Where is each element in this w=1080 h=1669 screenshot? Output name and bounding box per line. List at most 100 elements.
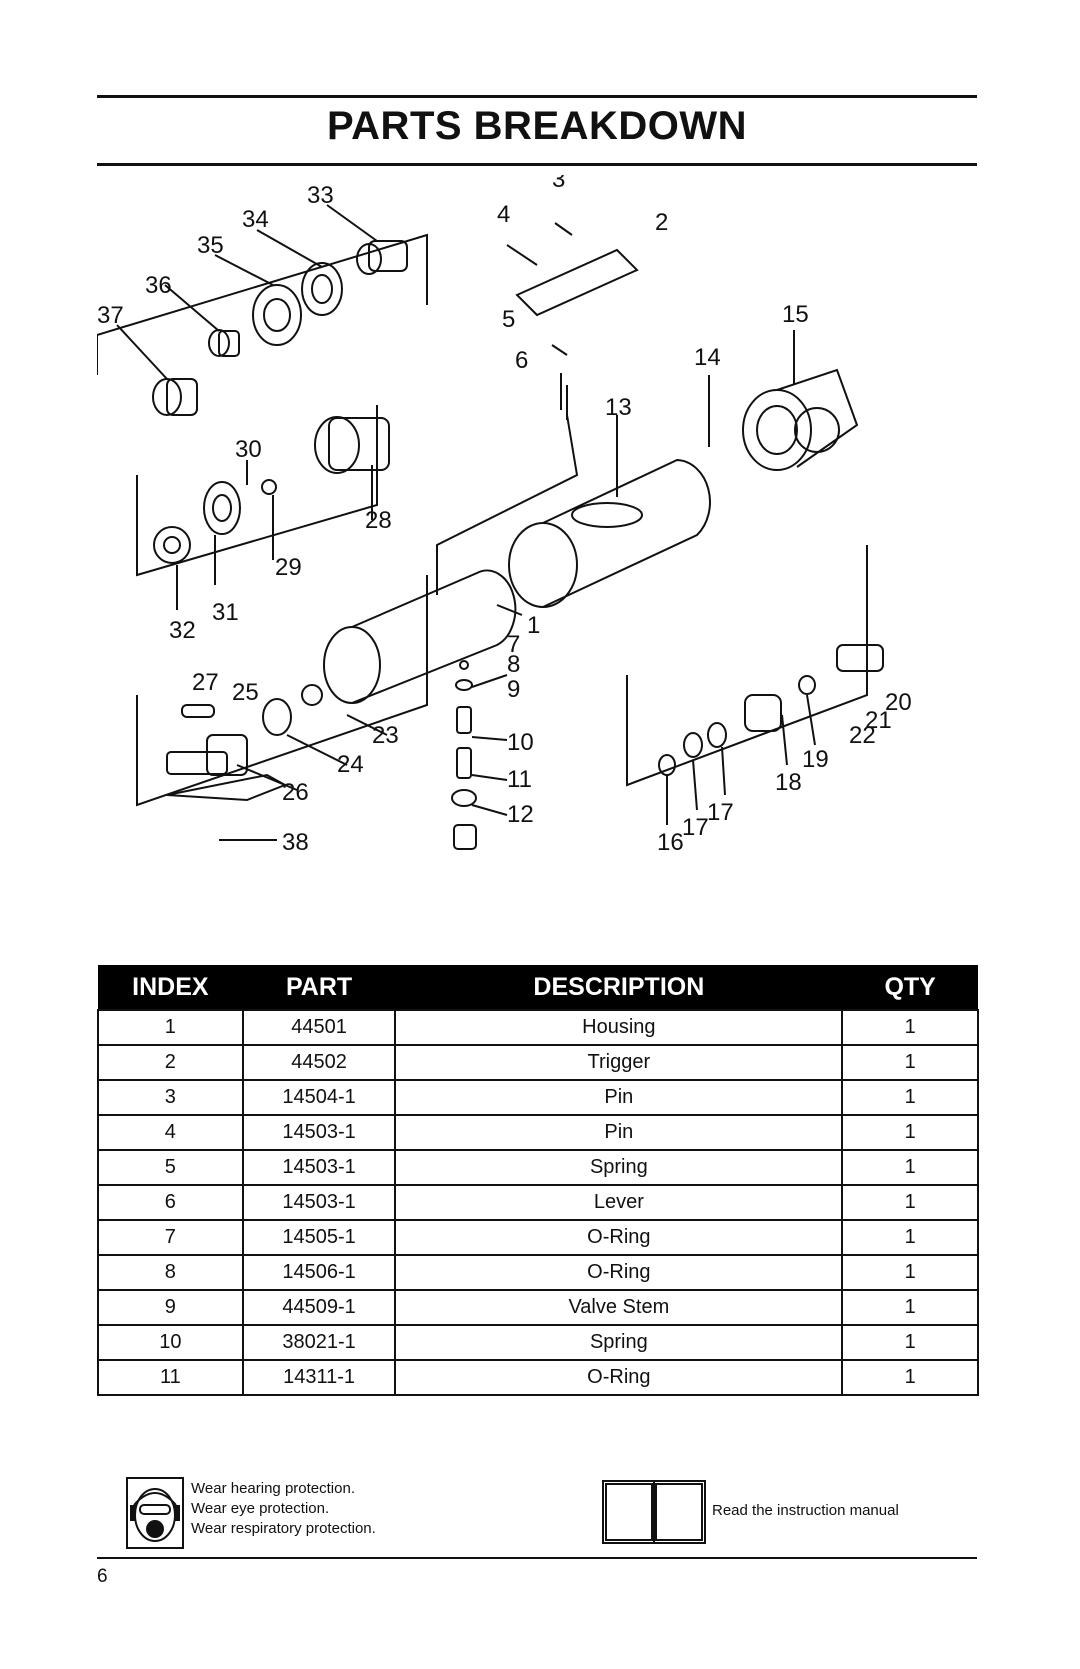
cell-index: 3 <box>97 1079 244 1116</box>
table-row: 5 14503-1 Spring 1 <box>97 1149 979 1186</box>
cell-part: 44501 <box>241 1009 397 1046</box>
callout-11: 11 <box>507 766 532 793</box>
group-box-front <box>96 233 428 375</box>
parts-table: INDEX PART DESCRIPTION QTY 1 44501 Housi… <box>97 965 979 1396</box>
callout-15: 15 <box>782 301 809 328</box>
group-box-rear <box>626 545 868 787</box>
cell-qty: 1 <box>841 1009 979 1046</box>
cell-description: Valve Stem <box>394 1289 844 1326</box>
callout-27: 27 <box>192 669 219 696</box>
cell-description: O-Ring <box>394 1219 844 1256</box>
cell-index: 7 <box>97 1219 244 1256</box>
table-row: 6 14503-1 Lever 1 <box>97 1184 979 1221</box>
safety-line-respiratory: Wear respiratory protection. <box>191 1520 376 1537</box>
header-description: DESCRIPTION <box>395 965 843 1010</box>
callout-7: 7 <box>507 631 520 658</box>
cell-part: 38021-1 <box>241 1324 397 1361</box>
cell-qty: 1 <box>841 1254 979 1291</box>
cell-part: 44509-1 <box>241 1289 397 1326</box>
cell-qty: 1 <box>841 1359 979 1396</box>
cell-index: 1 <box>97 1009 244 1046</box>
table-row: 3 14504-1 Pin 1 <box>97 1079 979 1116</box>
page-number: 6 <box>97 1566 108 1587</box>
title-rule <box>97 163 977 166</box>
group-box-trigger <box>436 414 579 595</box>
callout-16: 16 <box>657 829 684 856</box>
safety-line-eye: Wear eye protection. <box>191 1500 330 1517</box>
table-header-row: INDEX PART DESCRIPTION QTY <box>98 965 978 1010</box>
cell-qty: 1 <box>841 1149 979 1186</box>
footer-rule <box>97 1557 977 1559</box>
callout-36: 36 <box>145 272 172 299</box>
cell-part: 14503-1 <box>241 1114 397 1151</box>
callout-22: 22 <box>849 722 876 749</box>
cell-description: Spring <box>394 1324 844 1361</box>
cell-qty: 1 <box>841 1219 979 1256</box>
group-box-rotor <box>136 575 428 807</box>
cell-part: 14505-1 <box>241 1219 397 1256</box>
cell-description: Lever <box>394 1184 844 1221</box>
table-row: 9 44509-1 Valve Stem 1 <box>97 1289 979 1326</box>
callout-8: 8 <box>507 651 520 678</box>
callout-1: 1 <box>527 612 540 639</box>
cell-description: Pin <box>394 1079 844 1116</box>
table-row: 1 44501 Housing 1 <box>97 1009 979 1046</box>
callout-37: 37 <box>97 302 124 329</box>
safety-line-hearing: Wear hearing protection. <box>191 1480 355 1497</box>
safety-lines: Wear hearing protection. Wear eye protec… <box>191 1479 491 1539</box>
top-rule <box>97 95 977 98</box>
cell-qty: 1 <box>841 1114 979 1151</box>
callout-6: 6 <box>515 347 528 374</box>
callout-17a: 17 <box>682 814 709 841</box>
callout-31: 31 <box>212 599 239 626</box>
group-box-middle <box>136 405 378 577</box>
table-row: 11 14311-1 O-Ring 1 <box>97 1359 979 1396</box>
callout-38: 38 <box>282 829 309 856</box>
callout-29: 29 <box>275 554 302 581</box>
callout-35: 35 <box>197 232 224 259</box>
callout-5: 5 <box>502 306 515 333</box>
callout-labels: 1 2 3 4 5 6 7 8 9 10 11 12 13 14 15 16 1… <box>97 166 912 856</box>
callout-17b: 17 <box>707 799 734 826</box>
callout-32: 32 <box>169 617 196 644</box>
cell-part: 14503-1 <box>241 1149 397 1186</box>
cell-part: 44502 <box>241 1044 397 1081</box>
callout-21: 21 <box>865 707 892 734</box>
page-title: PARTS BREAKDOWN <box>326 104 748 148</box>
callout-13: 13 <box>605 394 632 421</box>
header-index: INDEX <box>98 965 243 1010</box>
cell-index: 4 <box>97 1114 244 1151</box>
cell-qty: 1 <box>841 1324 979 1361</box>
cell-index: 2 <box>97 1044 244 1081</box>
cell-description: Trigger <box>394 1044 844 1081</box>
callout-19: 19 <box>802 746 829 773</box>
cell-qty: 1 <box>841 1079 979 1116</box>
table-row: 8 14506-1 O-Ring 1 <box>97 1254 979 1291</box>
cell-qty: 1 <box>841 1044 979 1081</box>
callout-33: 33 <box>307 182 334 209</box>
cell-description: Pin <box>394 1114 844 1151</box>
callout-3: 3 <box>552 175 565 193</box>
callout-4: 4 <box>497 201 510 228</box>
cell-description: Housing <box>394 1009 844 1046</box>
cell-index: 9 <box>97 1289 244 1326</box>
callout-12: 12 <box>507 801 534 828</box>
open-book-icon <box>602 1480 706 1544</box>
cell-part: 14311-1 <box>241 1359 397 1396</box>
callout-28: 28 <box>365 507 392 534</box>
safety-gear-face-icon <box>126 1477 184 1549</box>
cell-description: O-Ring <box>394 1359 844 1396</box>
callout-34: 34 <box>242 206 269 233</box>
table-row: 4 14503-1 Pin 1 <box>97 1114 979 1151</box>
callout-9: 9 <box>507 676 520 703</box>
manual-note: Read the instruction manual <box>712 1502 899 1519</box>
callout-25: 25 <box>232 679 259 706</box>
header-part: PART <box>242 965 396 1010</box>
callout-23: 23 <box>372 722 399 749</box>
table-row: 2 44502 Trigger 1 <box>97 1044 979 1081</box>
callout-30: 30 <box>235 436 262 463</box>
cell-qty: 1 <box>841 1184 979 1221</box>
cell-part: 14503-1 <box>241 1184 397 1221</box>
cell-index: 11 <box>97 1359 244 1396</box>
callout-20: 20 <box>885 689 912 716</box>
